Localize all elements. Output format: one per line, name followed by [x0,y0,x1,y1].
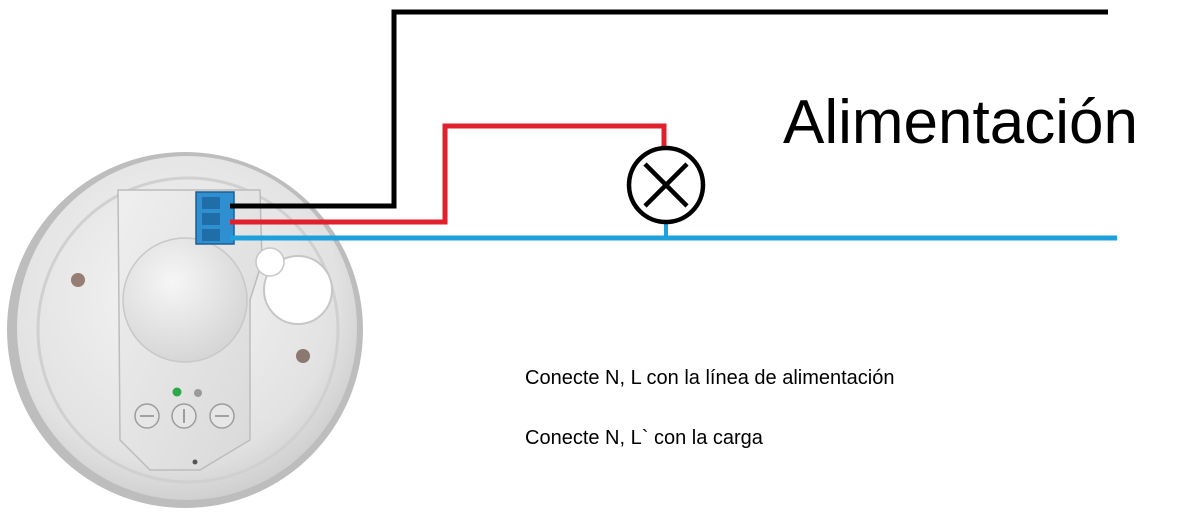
cable-knockout-small [255,247,285,277]
terminal-slot-2 [202,213,220,225]
adjust-knob-marks [140,409,229,423]
sensor-inner-rim [36,176,340,484]
bottom-screw-icon [192,459,198,465]
terminal-block [195,191,235,245]
green-led-icon [172,387,182,397]
screw-hole-right-icon [296,349,310,363]
wire-line-black [230,9,1108,209]
lamp-cross-icon [626,145,706,225]
screw-hole-left-icon [71,273,85,287]
terminal-slot-1 [202,197,220,209]
sensor-dome [122,237,248,363]
light-sensor-icon [194,389,202,397]
instruction-line-text: Conecte N, L con la línea de alimentació… [525,367,895,389]
wires [230,9,1117,241]
motion-sensor-device [7,152,363,508]
power-supply-label: Alimentación [783,88,1138,157]
instruction-load-text: Conecte N, L` con la carga [525,427,763,449]
terminal-slot-3 [202,229,220,241]
wire-load-red [230,123,667,225]
cable-knockout-hole [263,255,333,325]
lamp-cross-line-2 [643,162,689,208]
